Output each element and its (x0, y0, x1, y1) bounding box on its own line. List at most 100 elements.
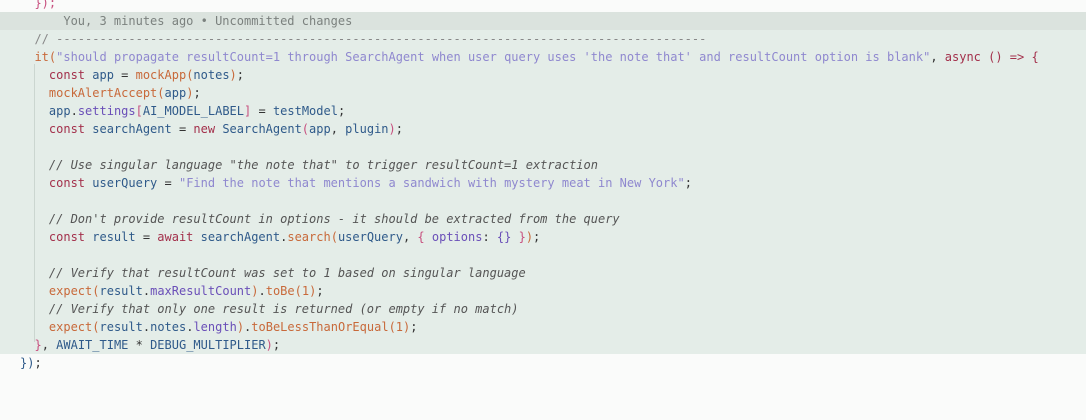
code-token: ) (186, 86, 194, 100)
code-token: app (309, 122, 331, 136)
code-token: ( (48, 50, 57, 64)
code-line[interactable]: mockAlertAccept(app); (0, 84, 1086, 102)
code-token: ; (193, 86, 201, 100)
code-token: userQuery (337, 230, 403, 244)
code-token: const (48, 176, 86, 190)
code-token: . (280, 230, 288, 244)
code-line[interactable]: const app = mockApp(notes); (0, 66, 1086, 84)
code-token: . (142, 320, 151, 334)
code-token (20, 0, 34, 10)
code-token: options (431, 230, 483, 244)
code-token: testModel (272, 104, 338, 118)
code-token: app (164, 86, 187, 100)
code-token: } (511, 230, 526, 244)
code-token: ) (229, 68, 237, 82)
code-token: ; (533, 230, 541, 244)
code-line[interactable]: }, AWAIT_TIME * DEBUG_MULTIPLIER); (0, 336, 1086, 354)
code-token: , (41, 338, 57, 352)
code-token: await (157, 230, 194, 244)
code-line[interactable]: // Verify that resultCount was set to 1 … (0, 264, 1086, 282)
code-token: ( (157, 86, 165, 100)
code-line[interactable]: const result = await searchAgent.search(… (0, 228, 1086, 246)
code-token (20, 50, 34, 64)
code-token: , (402, 230, 418, 244)
code-token: ( (186, 68, 194, 82)
code-token: ; (236, 68, 245, 82)
code-token: }); (34, 0, 57, 10)
code-line[interactable]: it("should propagate resultCount=1 throu… (0, 48, 1086, 66)
code-token: 1 (301, 284, 310, 298)
code-token: ] (244, 104, 252, 118)
code-token: ; (272, 338, 281, 352)
code-token: maxResultCount (150, 284, 252, 298)
code-token: settings (77, 104, 136, 118)
code-token: result (99, 284, 143, 298)
code-token: {} (496, 230, 512, 244)
code-token: // Verify that resultCount was set to 1 … (48, 266, 526, 280)
code-line[interactable]: const userQuery = "Find the note that me… (0, 174, 1086, 192)
code-token: plugin (345, 122, 389, 136)
code-line[interactable]: app.settings[AI_MODEL_LABEL] = testModel… (0, 102, 1086, 120)
code-token: { (417, 230, 432, 244)
code-token: = (178, 122, 194, 136)
code-token: = (121, 68, 136, 82)
code-line[interactable]: }); (0, 0, 1086, 12)
code-line[interactable]: // Don't provide resultCount in options … (0, 210, 1086, 228)
code-token: ) (236, 320, 245, 334)
code-token: expect (48, 320, 93, 334)
code-token: = (251, 104, 273, 118)
code-token: 1 (395, 320, 404, 334)
code-token: ) (309, 284, 317, 298)
code-token: ; (684, 176, 692, 190)
code-token: . (70, 104, 78, 118)
code-token: * (128, 338, 151, 352)
code-token: SearchAgent (215, 122, 302, 136)
code-token: ; (410, 320, 418, 334)
code-token: ; (337, 104, 346, 118)
code-token: ( (301, 122, 310, 136)
code-token: // Use singular language "the note that"… (48, 158, 598, 172)
code-token (20, 338, 34, 352)
code-token: . (244, 320, 252, 334)
code-token: ) (251, 284, 259, 298)
code-token: searchAgent (193, 230, 281, 244)
code-token: toBe (265, 284, 295, 298)
code-token: ) (388, 122, 396, 136)
code-token: // Verify that only one result is return… (48, 302, 519, 316)
code-token: DEBUG_MULTIPLIER (150, 338, 266, 352)
code-token: AWAIT_TIME (56, 338, 129, 352)
code-line[interactable]: }); (0, 354, 1086, 372)
code-token: . (142, 284, 151, 298)
code-line[interactable] (0, 138, 1086, 156)
code-token: searchAgent (85, 122, 179, 136)
code-line[interactable]: // -------------------------------------… (0, 30, 1086, 48)
code-token: notes (150, 320, 187, 334)
code-line[interactable]: // Use singular language "the note that"… (0, 156, 1086, 174)
code-token: () => { (980, 50, 1039, 64)
code-token: ) (403, 320, 411, 334)
code-token: }) (20, 356, 35, 370)
code-token: ; (316, 284, 324, 298)
code-token: const (48, 230, 86, 244)
code-token: notes (193, 68, 230, 82)
code-token: ) (525, 230, 534, 244)
code-token: AI_MODEL_LABEL (142, 104, 245, 118)
code-token: ; (34, 356, 42, 370)
code-token: } (34, 338, 42, 352)
code-token: // -------------------------------------… (20, 32, 707, 46)
code-line[interactable]: expect(result.maxResultCount).toBe(1); (0, 282, 1086, 300)
git-blame-annotation[interactable]: You, 3 minutes ago • Uncommitted changes (0, 12, 1086, 30)
code-token: ; (395, 122, 403, 136)
code-token: You, 3 minutes ago • Uncommitted changes (20, 14, 353, 28)
code-line[interactable]: const searchAgent = new SearchAgent(app,… (0, 120, 1086, 138)
code-token: = (164, 176, 179, 190)
code-token: ( (92, 320, 100, 334)
code-line[interactable]: expect(result.notes.length).toBeLessThan… (0, 318, 1086, 336)
code-editor[interactable]: }); You, 3 minutes ago • Uncommitted cha… (0, 0, 1086, 372)
code-line[interactable] (0, 192, 1086, 210)
code-line[interactable]: // Verify that only one result is return… (0, 300, 1086, 318)
code-token: length (193, 320, 237, 334)
code-line[interactable] (0, 246, 1086, 264)
code-token: , (930, 50, 945, 64)
code-token: ( (92, 284, 100, 298)
